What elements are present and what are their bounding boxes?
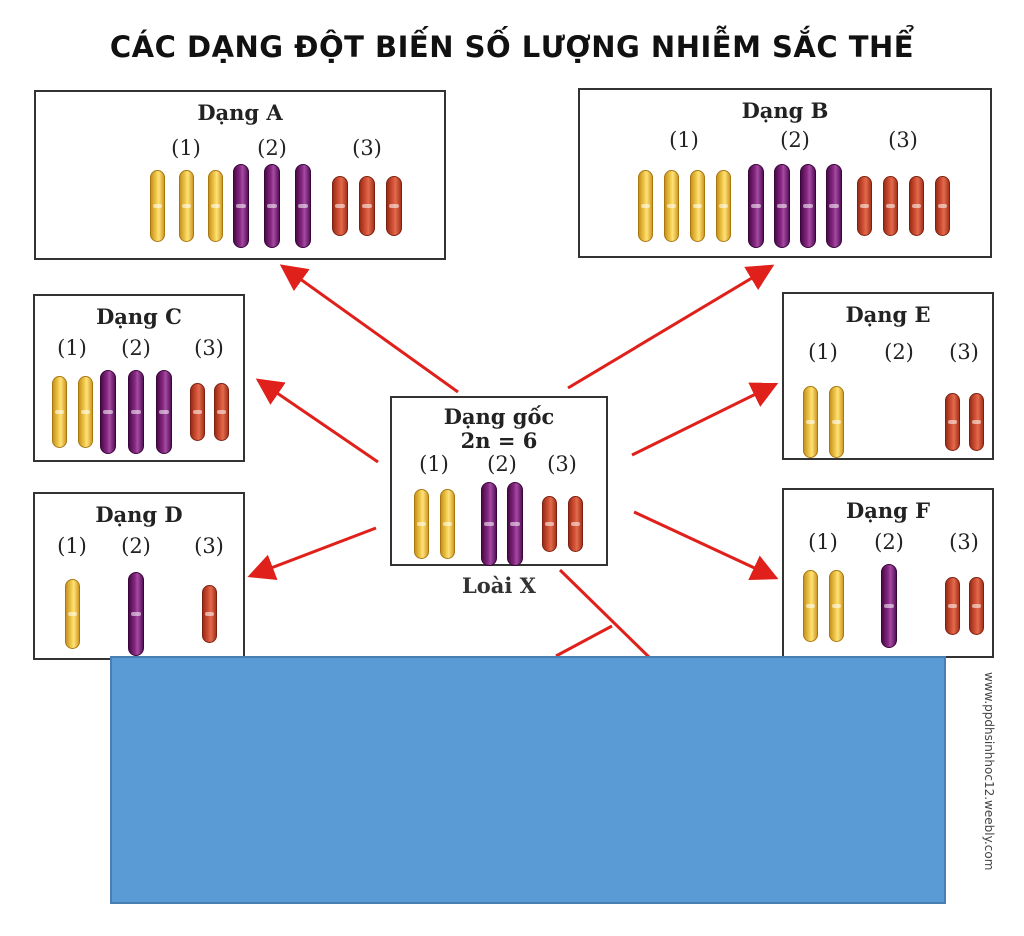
cover-rectangle — [110, 656, 946, 904]
form-e-title: Dạng E — [845, 302, 931, 327]
form-f-title: Dạng F — [846, 498, 930, 523]
form-c-chromosome-3-2 — [213, 383, 229, 441]
form-a-chromosome-3-2 — [359, 176, 375, 236]
form-d-group-label-3: (3) — [194, 534, 224, 558]
form-f-box: Dạng F (1) (2) (3) — [782, 488, 994, 658]
form-e-group-label-3: (3) — [949, 340, 979, 364]
form-a-chromosome-2-2 — [264, 164, 280, 248]
original-form-chromosome-2-2 — [507, 482, 523, 566]
arrow-to-d — [247, 526, 377, 580]
original-form-box: Dạng gốc 2n = 6 (1) (2) (3) — [390, 396, 608, 566]
form-c-group-label-1: (1) — [57, 336, 87, 360]
form-d-chromosome-3-1 — [201, 585, 217, 643]
original-form-chromosome-1-1 — [413, 489, 429, 559]
original-form-group-label-2: (2) — [487, 452, 517, 476]
form-a-chromosome-2-1 — [233, 164, 249, 248]
form-f-chromosome-1-1 — [802, 570, 818, 642]
form-e-chromosome-3-1 — [944, 393, 960, 451]
original-form-title: Dạng gốc — [443, 404, 555, 429]
form-c-chromosome-3-1 — [189, 383, 205, 441]
diagram-title: CÁC DẠNG ĐỘT BIẾN SỐ LƯỢNG NHIỄM SẮC THỂ — [109, 30, 915, 64]
form-b-chromosome-2-2 — [774, 164, 790, 248]
form-f-group-label-2: (2) — [874, 530, 904, 554]
species-label: Loài X — [462, 573, 536, 598]
form-a-title: Dạng A — [197, 100, 283, 125]
form-a-chromosome-1-1 — [149, 170, 165, 242]
form-e-chromosome-1-2 — [828, 386, 844, 458]
form-f-chromosome-3-1 — [944, 577, 960, 635]
form-b-chromosome-2-3 — [800, 164, 816, 248]
form-b-chromosome-3-2 — [882, 176, 898, 236]
form-c-chromosome-2-1 — [100, 370, 116, 454]
form-b-group-label-3: (3) — [888, 128, 918, 152]
form-a-group-label-1: (1) — [171, 136, 201, 160]
form-c-box: Dạng C (1) (2) (3) — [33, 294, 245, 462]
form-b-title: Dạng B — [741, 98, 829, 123]
form-b-chromosome-2-4 — [826, 164, 842, 248]
form-b-chromosome-1-1 — [637, 170, 653, 242]
form-a-chromosome-3-1 — [332, 176, 348, 236]
original-form-chromosome-3-1 — [541, 496, 557, 552]
form-a-box: Dạng A (1) (2) (3) — [34, 90, 446, 260]
original-form-group-label-1: (1) — [419, 452, 449, 476]
form-c-chromosome-1-1 — [51, 376, 67, 448]
form-b-chromosome-1-3 — [689, 170, 705, 242]
form-e-box: Dạng E (1) (2) (3) — [782, 292, 994, 460]
form-c-title: Dạng C — [96, 304, 182, 329]
species-line-branch — [555, 624, 613, 658]
form-c-chromosome-1-2 — [77, 376, 93, 448]
original-form-formula: 2n = 6 — [460, 428, 538, 453]
arrow-to-f — [633, 510, 779, 581]
form-d-chromosome-1-1 — [64, 579, 80, 649]
form-f-chromosome-1-2 — [828, 570, 844, 642]
form-a-chromosome-1-2 — [178, 170, 194, 242]
arrow-to-a — [279, 264, 459, 394]
form-b-chromosome-3-3 — [908, 176, 924, 236]
watermark-text: www.ppdhsinhhoc12.weebly.com — [982, 672, 996, 871]
form-c-chromosome-2-2 — [128, 370, 144, 454]
species-line — [558, 568, 654, 662]
form-b-chromosome-1-4 — [715, 170, 731, 242]
original-form-chromosome-1-2 — [439, 489, 455, 559]
original-form-group-label-3: (3) — [547, 452, 577, 476]
form-f-group-label-3: (3) — [949, 530, 979, 554]
form-d-box: Dạng D (1) (2) (3) — [33, 492, 245, 660]
form-b-group-label-2: (2) — [780, 128, 810, 152]
form-d-title: Dạng D — [95, 502, 183, 527]
form-a-chromosome-2-3 — [295, 164, 311, 248]
form-c-group-label-2: (2) — [121, 336, 151, 360]
form-d-group-label-1: (1) — [57, 534, 87, 558]
original-form-chromosome-3-2 — [567, 496, 583, 552]
form-a-group-label-2: (2) — [257, 136, 287, 160]
form-d-chromosome-2-1 — [128, 572, 144, 656]
form-c-chromosome-2-3 — [156, 370, 172, 454]
form-f-group-label-1: (1) — [808, 530, 838, 554]
form-f-chromosome-3-2 — [968, 577, 984, 635]
form-f-chromosome-2-1 — [881, 564, 897, 648]
form-e-chromosome-3-2 — [968, 393, 984, 451]
arrow-to-b — [567, 264, 775, 390]
form-a-chromosome-1-3 — [207, 170, 223, 242]
arrow-to-e — [631, 382, 779, 457]
form-a-group-label-3: (3) — [352, 136, 382, 160]
watermark: www.ppdhsinhhoc12.weebly.com — [982, 672, 996, 870]
form-b-chromosome-1-2 — [663, 170, 679, 242]
form-e-group-label-2: (2) — [884, 340, 914, 364]
form-b-group-label-1: (1) — [669, 128, 699, 152]
form-e-group-label-1: (1) — [808, 340, 838, 364]
form-b-box: Dạng B (1) (2) (3) — [578, 88, 992, 258]
form-a-chromosome-3-3 — [386, 176, 402, 236]
form-b-chromosome-3-1 — [856, 176, 872, 236]
form-d-group-label-2: (2) — [121, 534, 151, 558]
form-b-chromosome-2-1 — [748, 164, 764, 248]
form-e-chromosome-1-1 — [802, 386, 818, 458]
form-c-group-label-3: (3) — [194, 336, 224, 360]
form-b-chromosome-3-4 — [934, 176, 950, 236]
arrow-to-c — [255, 378, 379, 464]
original-form-chromosome-2-1 — [481, 482, 497, 566]
